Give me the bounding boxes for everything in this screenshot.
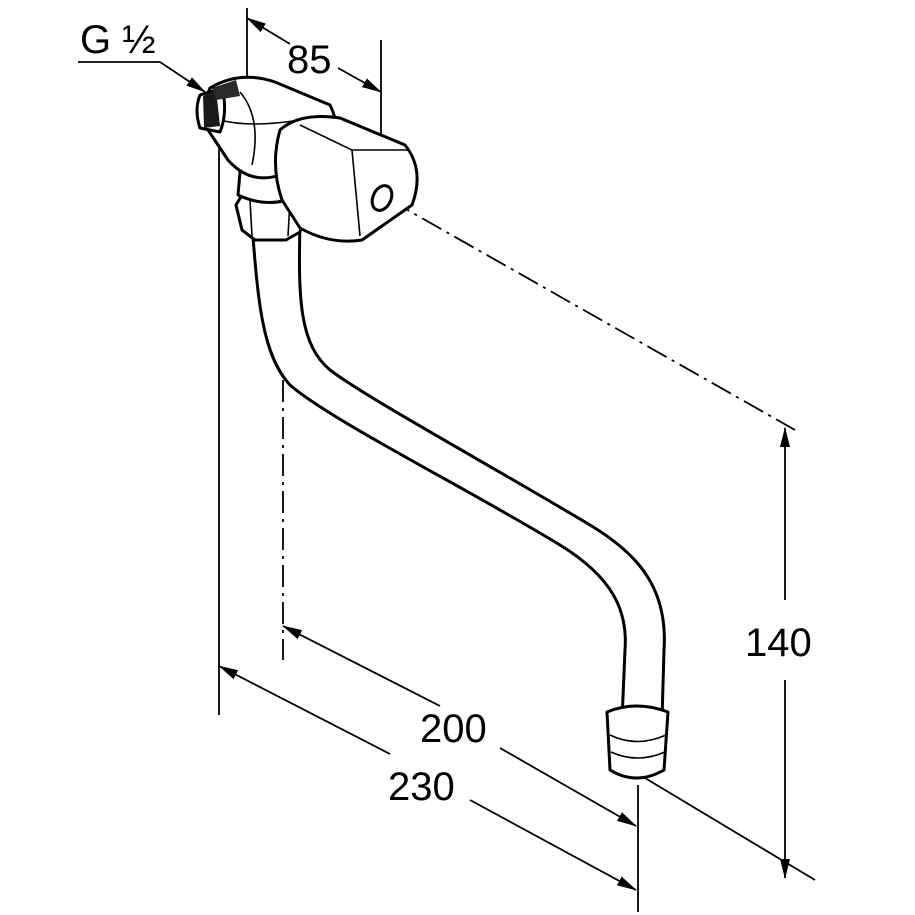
thread-inlet bbox=[195, 80, 240, 134]
dimension-85-label: 85 bbox=[287, 38, 332, 82]
dimension-230: 230 bbox=[218, 665, 637, 891]
dimension-230-label: 230 bbox=[388, 765, 455, 809]
dimension-200: 200 bbox=[282, 625, 637, 827]
dimension-140: 140 bbox=[745, 427, 812, 879]
spout-nozzle bbox=[605, 704, 670, 780]
spout-tube bbox=[250, 223, 666, 722]
centerlines bbox=[282, 199, 796, 660]
valve-handle bbox=[273, 115, 419, 243]
dimension-140-label: 140 bbox=[745, 621, 812, 665]
dimension-85: 85 bbox=[246, 17, 382, 93]
thread-label: G ½ bbox=[80, 18, 156, 62]
faucet bbox=[195, 75, 670, 780]
dimension-200-label: 200 bbox=[420, 707, 487, 751]
thread-callout: G ½ bbox=[78, 18, 206, 93]
